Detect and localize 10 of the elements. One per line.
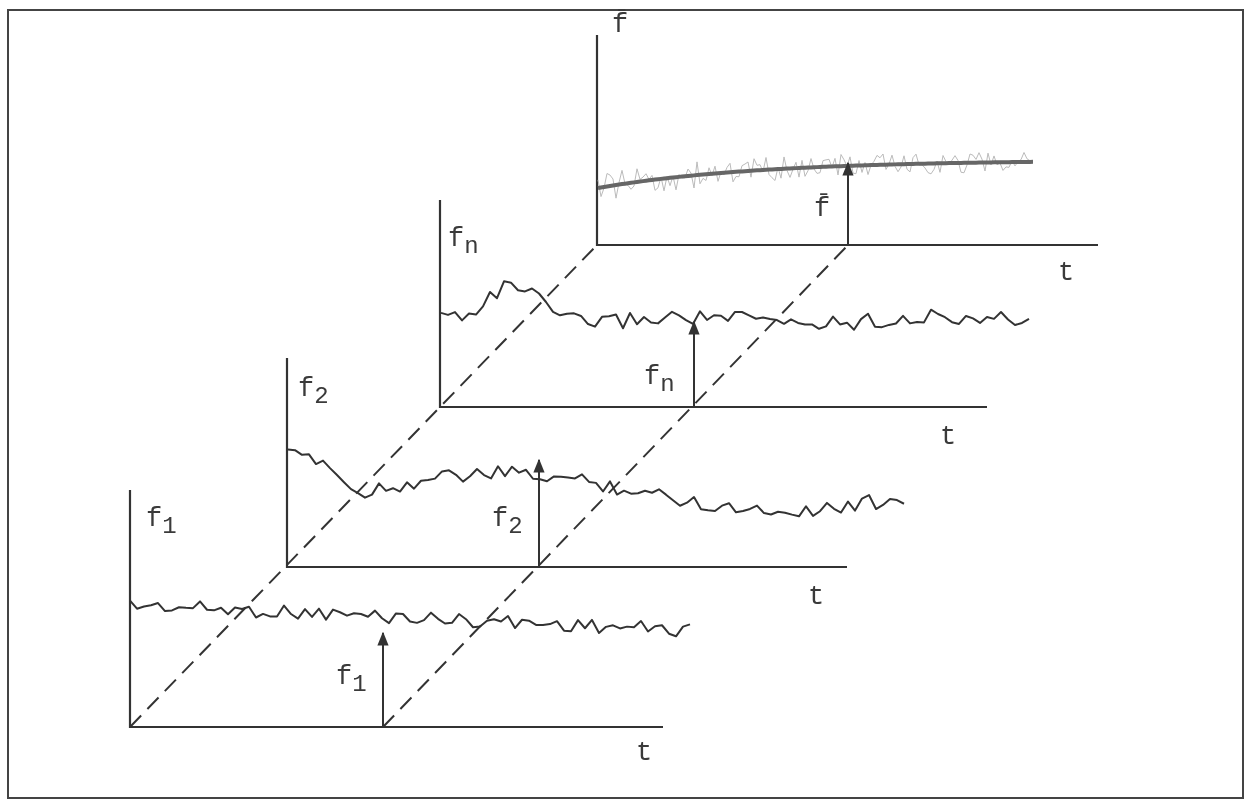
time-axis-label: t [1058, 260, 1075, 287]
axis-label: f$_{1}$ [146, 506, 177, 539]
axis-label: f$_{n}$ [448, 226, 479, 259]
value-label: f$_{1}$ [336, 664, 367, 697]
value-label: f$_{2}$ [492, 506, 523, 539]
value-label: f$_{n}$ [644, 364, 675, 397]
time-axis-label: t [940, 424, 957, 451]
axis-label: f$_{2}$ [298, 376, 329, 409]
time-axis-label: t [636, 740, 653, 767]
time-axis-label: t [808, 584, 825, 611]
